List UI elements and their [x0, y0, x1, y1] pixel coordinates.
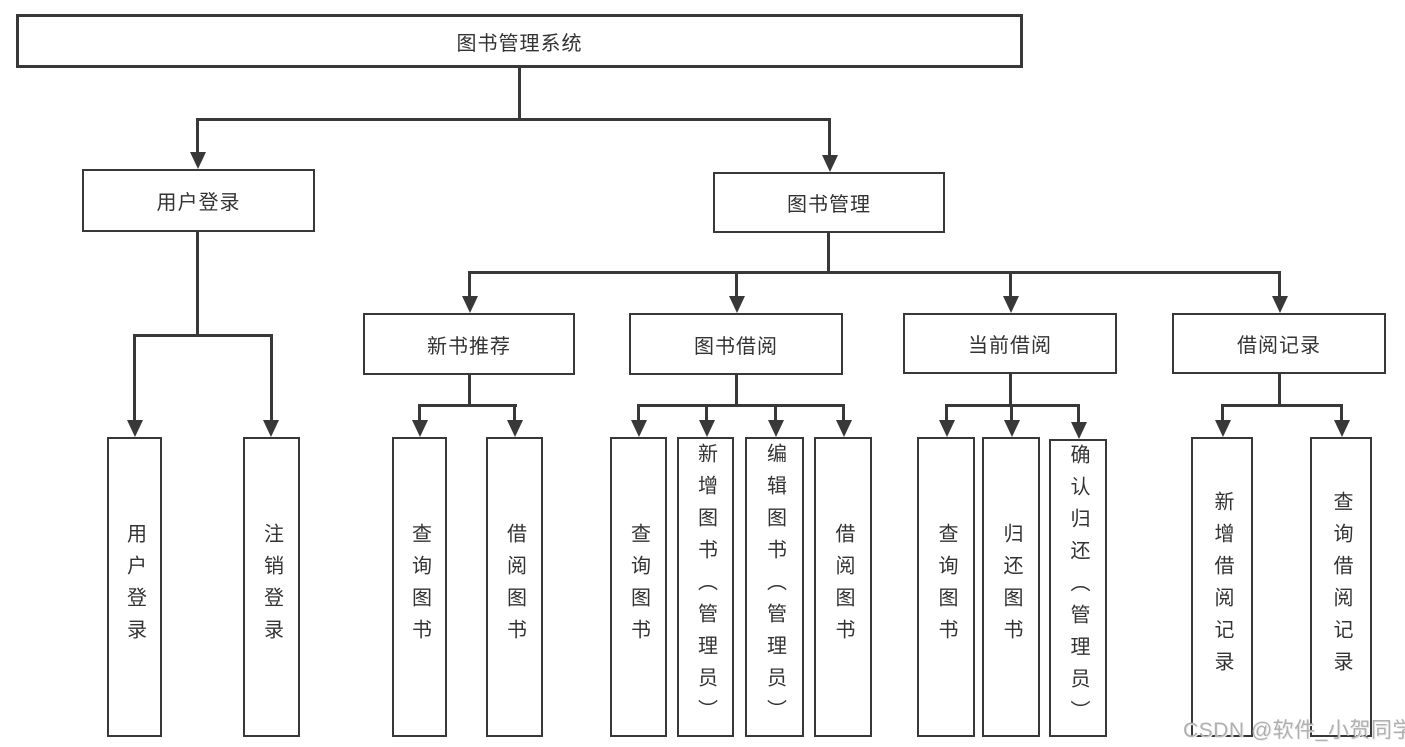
node-label: 查询借阅记录 — [1330, 491, 1352, 683]
node-leaf-query-books-borrowing: 查询图书 — [610, 437, 667, 737]
arrow-down-icon — [462, 296, 478, 313]
node-leaf-user-login: 用户登录 — [107, 437, 162, 737]
connector-line — [945, 404, 948, 424]
node-label: 图书管理系统 — [456, 32, 583, 55]
arrow-down-icon — [1215, 420, 1231, 437]
arrow-down-icon — [127, 420, 143, 437]
node-label: 新增图书（管理员） — [694, 443, 717, 731]
node-label: 确认归还（管理员） — [1067, 444, 1089, 732]
arrow-down-icon — [631, 420, 647, 437]
arrow-down-icon — [939, 420, 955, 437]
connector-line — [637, 404, 845, 407]
connector-line — [735, 271, 738, 299]
arrow-down-icon — [1334, 420, 1350, 437]
arrow-down-icon — [729, 296, 745, 313]
connector-line — [196, 232, 199, 337]
node-label: 借阅图书 — [503, 523, 526, 651]
node-book-management: 图书管理 — [713, 172, 945, 233]
arrow-down-icon — [1071, 422, 1087, 439]
arrow-down-icon — [768, 420, 784, 437]
node-label: 借阅图书 — [832, 523, 854, 651]
node-label: 图书借阅 — [694, 335, 778, 358]
connector-line — [705, 404, 708, 424]
node-leaf-logout: 注销登录 — [243, 437, 300, 737]
node-leaf-borrow-books-recommend: 借阅图书 — [486, 437, 543, 737]
node-library-management-system: 图书管理系统 — [16, 14, 1023, 68]
arrow-down-icon — [412, 420, 428, 437]
node-leaf-confirm-return-admin: 确认归还（管理员） — [1049, 439, 1107, 737]
node-label: 查询图书 — [627, 523, 650, 651]
connector-line — [774, 404, 777, 424]
node-leaf-query-books-current: 查询图书 — [917, 437, 975, 737]
connector-line — [1340, 404, 1343, 424]
connector-line — [468, 271, 471, 299]
node-leaf-query-borrow-record: 查询借阅记录 — [1310, 437, 1372, 737]
node-label: 新增借阅记录 — [1211, 491, 1233, 683]
arrow-down-icon — [699, 420, 715, 437]
node-leaf-add-borrow-record: 新增借阅记录 — [1191, 437, 1253, 737]
node-label: 当前借阅 — [968, 335, 1052, 357]
node-label: 借阅记录 — [1237, 335, 1321, 357]
connector-line — [827, 233, 830, 274]
connector-line — [1221, 404, 1224, 424]
arrow-down-icon — [1004, 420, 1020, 437]
connector-line — [270, 334, 273, 422]
connector-line — [196, 118, 199, 154]
connector-line — [828, 118, 831, 157]
connector-line — [1221, 404, 1343, 407]
connector-line — [468, 271, 1281, 274]
connector-line — [133, 334, 273, 337]
arrow-down-icon — [822, 155, 838, 172]
node-label: 注销登录 — [260, 523, 283, 651]
connector-line — [735, 375, 738, 407]
node-leaf-borrow-books: 借阅图书 — [814, 437, 872, 737]
connector-line — [133, 334, 136, 422]
connector-line — [468, 375, 471, 407]
connector-line — [418, 404, 421, 424]
connector-line — [842, 404, 845, 424]
node-new-book-recommend: 新书推荐 — [363, 313, 575, 375]
node-label: 新书推荐 — [427, 335, 511, 358]
connector-line — [637, 404, 640, 424]
node-label: 编辑图书（管理员） — [763, 443, 786, 731]
arrow-down-icon — [263, 420, 279, 437]
node-label: 查询图书 — [935, 523, 957, 651]
arrow-down-icon — [190, 152, 206, 169]
node-borrow-records: 借阅记录 — [1172, 313, 1386, 374]
node-leaf-query-books-recommend: 查询图书 — [392, 437, 447, 737]
connector-line — [418, 404, 517, 407]
arrow-down-icon — [836, 420, 852, 437]
connector-line — [1077, 404, 1080, 424]
arrow-down-icon — [1003, 296, 1019, 313]
node-label: 归还图书 — [1000, 523, 1022, 651]
arrow-down-icon — [507, 420, 523, 437]
node-book-borrowing: 图书借阅 — [629, 313, 843, 375]
connector-line — [1278, 374, 1281, 407]
node-label: 用户登录 — [123, 523, 146, 651]
node-leaf-edit-books-admin: 编辑图书（管理员） — [745, 437, 804, 737]
node-label: 用户登录 — [156, 192, 241, 214]
connector-line — [197, 118, 831, 121]
node-label: 图书管理 — [787, 194, 871, 216]
connector-line — [1009, 374, 1012, 407]
node-current-borrowing: 当前借阅 — [903, 313, 1117, 374]
connector-line — [513, 404, 516, 424]
connector-line — [1009, 271, 1012, 299]
connector-line — [1010, 404, 1013, 424]
node-leaf-add-books-admin: 新增图书（管理员） — [677, 437, 734, 737]
node-user-login: 用户登录 — [82, 169, 315, 232]
connector-line — [518, 66, 521, 120]
arrow-down-icon — [1272, 296, 1288, 313]
connector-line — [1278, 271, 1281, 299]
node-leaf-return-books: 归还图书 — [982, 437, 1040, 737]
csdn-watermark: CSDN @软件_小贺同学 — [1183, 719, 1405, 742]
node-label: 查询图书 — [408, 523, 431, 651]
